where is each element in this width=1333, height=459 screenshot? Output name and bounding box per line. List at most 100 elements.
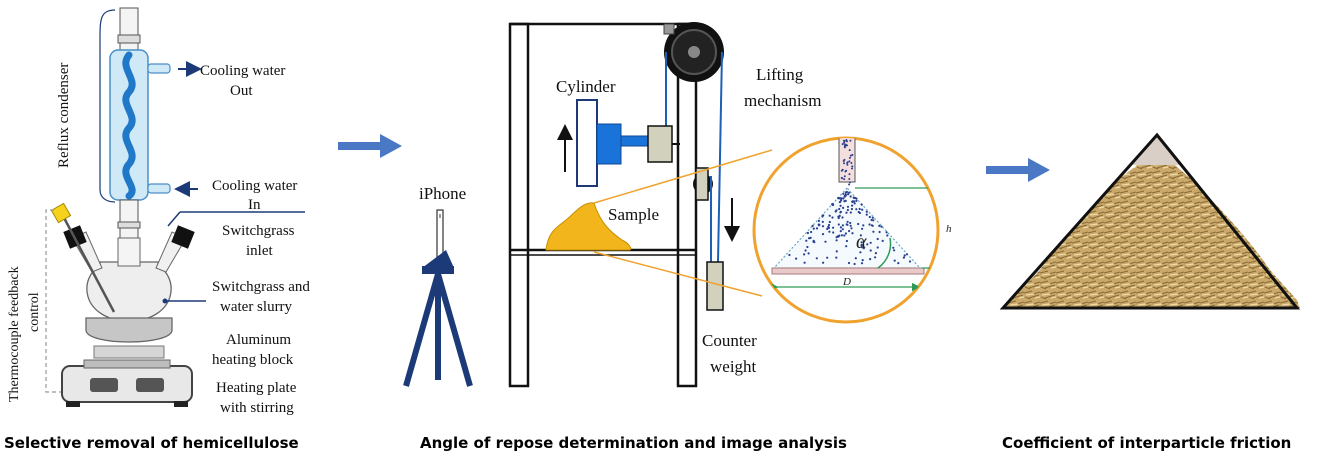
particle-dot xyxy=(860,203,863,206)
slurry-label-1: Switchgrass and xyxy=(212,279,310,295)
particle-dot xyxy=(846,220,849,223)
particle-dot xyxy=(903,254,906,257)
particle-dot xyxy=(857,210,860,214)
particle-dot xyxy=(860,244,863,247)
zoom-connector-bottom xyxy=(593,251,763,297)
particle-dot xyxy=(865,210,868,213)
particle-dot xyxy=(849,211,852,214)
particle-dot xyxy=(832,231,835,234)
particle-dot xyxy=(843,141,846,144)
particle-dot xyxy=(862,247,865,250)
particle-dot xyxy=(815,257,818,260)
particle-dot xyxy=(857,222,860,226)
tripod-leg-right xyxy=(435,273,473,387)
particle-dot xyxy=(826,227,829,230)
particle-dot xyxy=(831,216,834,219)
particle-dot xyxy=(837,215,840,218)
zoom-inset: α h D xyxy=(752,136,952,324)
particle-dot xyxy=(848,229,851,233)
cooling-water-out-label-1: Cooling water xyxy=(200,63,285,79)
particle-dot xyxy=(849,224,852,227)
cylinder-clamp xyxy=(647,125,673,163)
particle-dot xyxy=(874,256,877,259)
sample-label: Sample xyxy=(608,205,659,224)
particle-dot xyxy=(850,227,853,230)
particle-dot xyxy=(835,209,838,212)
tripod-leg-left xyxy=(403,273,441,387)
particle-dot xyxy=(839,230,842,233)
particle-dot xyxy=(806,231,810,235)
particle-dot xyxy=(812,227,815,230)
particle-dot xyxy=(845,245,848,248)
particle-dot xyxy=(855,199,858,202)
particle-dot xyxy=(848,178,851,180)
water-out-port xyxy=(147,63,171,74)
condenser-top-joint xyxy=(119,7,139,51)
h-symbol: h xyxy=(946,223,952,235)
particle-dot xyxy=(878,224,881,227)
particle-dot xyxy=(860,241,863,244)
flow-arrow-1 xyxy=(338,134,402,158)
particle-dot xyxy=(851,165,854,168)
particle-dot xyxy=(842,206,845,209)
middle-labels: iPhone Cylinder Lifting mechanism Sample… xyxy=(419,65,821,376)
thermocouple-label-2: control xyxy=(27,292,42,332)
particle-dot xyxy=(845,239,849,243)
particle-dot xyxy=(839,204,842,207)
hotplate-knob-right xyxy=(136,378,164,392)
particle-dot xyxy=(880,225,883,228)
particle-dot xyxy=(827,226,831,229)
particle-dot xyxy=(848,173,851,176)
particle-dot xyxy=(845,223,848,226)
particle-dot xyxy=(851,167,853,170)
particle-dot xyxy=(908,260,912,263)
particle-dot xyxy=(872,230,875,233)
slurry-label-2: water slurry xyxy=(220,299,293,315)
particle-dot xyxy=(848,160,851,163)
switchgrass-inlet-label-2: inlet xyxy=(246,243,273,259)
particle-dot xyxy=(893,249,896,252)
switchgrass-pile xyxy=(1003,150,1300,308)
particle-dot xyxy=(809,236,812,239)
particle-dot xyxy=(838,207,841,211)
caption-middle: Angle of repose determination and image … xyxy=(420,434,847,452)
particle-dot xyxy=(893,259,896,262)
particle-dot xyxy=(815,227,819,230)
particle-dot xyxy=(805,239,808,242)
particle-dot xyxy=(795,257,798,260)
particle-dot xyxy=(804,249,807,252)
particle-dot xyxy=(839,226,843,229)
particle-dot xyxy=(835,239,838,242)
particle-dot xyxy=(841,216,844,219)
left-labels: Reflux condenser Cooling water Out Cooli… xyxy=(7,63,310,416)
particle-dot xyxy=(876,237,879,241)
right-stopper xyxy=(171,225,195,249)
particle-dot xyxy=(885,231,888,234)
particle-dot xyxy=(813,241,816,244)
particle-dot xyxy=(810,230,813,234)
three-neck-flask xyxy=(86,261,172,323)
particle-dot xyxy=(828,214,831,217)
lifting-label-1: Lifting xyxy=(756,65,804,84)
particle-dot xyxy=(870,224,873,227)
particle-dot xyxy=(851,204,854,207)
particle-dot xyxy=(806,245,809,249)
particle-dot xyxy=(886,234,889,237)
particle-dot xyxy=(860,262,864,265)
switchgrass-inlet-label-1: Switchgrass xyxy=(222,223,295,239)
particle-dot xyxy=(905,253,909,256)
particle-dot xyxy=(843,175,846,178)
caption-left: Selective removal of hemicellulose xyxy=(4,434,299,452)
particle-dot xyxy=(842,197,845,200)
particle-dot xyxy=(847,261,851,265)
particle-dot xyxy=(843,158,846,161)
particle-dot xyxy=(876,246,879,249)
particle-dot xyxy=(842,139,845,142)
particle-dot xyxy=(838,201,842,204)
particle-dot xyxy=(811,224,814,227)
hotplate-knob-left xyxy=(90,378,118,392)
heating-plate-label-1: Heating plate xyxy=(216,380,297,396)
particle-dot xyxy=(845,144,848,147)
particle-dot xyxy=(843,200,846,203)
